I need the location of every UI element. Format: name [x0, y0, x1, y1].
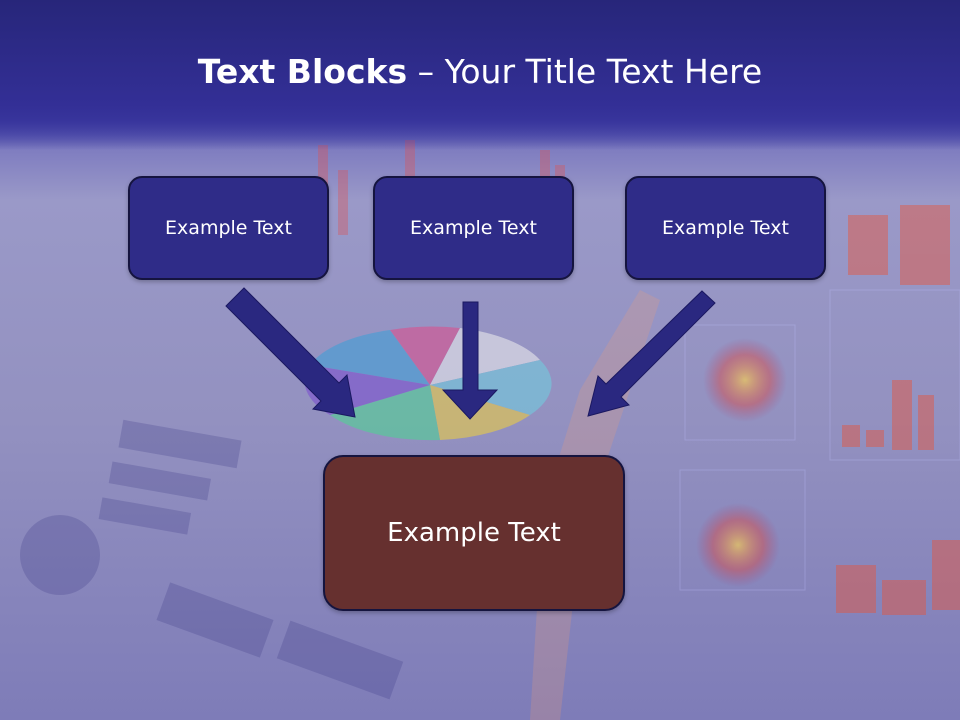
- title-separator: –: [407, 52, 445, 91]
- main-text-block: Example Text: [323, 455, 625, 611]
- text-block-3: Example Text: [625, 176, 826, 280]
- main-text-block-label: Example Text: [387, 518, 561, 548]
- page-title: Text Blocks – Your Title Text Here: [0, 52, 960, 91]
- arrow-left: [225, 287, 356, 418]
- text-block-1-label: Example Text: [165, 217, 292, 239]
- text-block-2-label: Example Text: [410, 217, 537, 239]
- arrow-center: [441, 301, 499, 420]
- title-bar: [0, 0, 960, 150]
- text-block-2: Example Text: [373, 176, 574, 280]
- arrow-right: [587, 290, 716, 417]
- title-rest: Your Title Text Here: [444, 52, 763, 91]
- text-block-3-label: Example Text: [662, 217, 789, 239]
- text-block-1: Example Text: [128, 176, 329, 280]
- title-bold: Text Blocks: [197, 52, 408, 91]
